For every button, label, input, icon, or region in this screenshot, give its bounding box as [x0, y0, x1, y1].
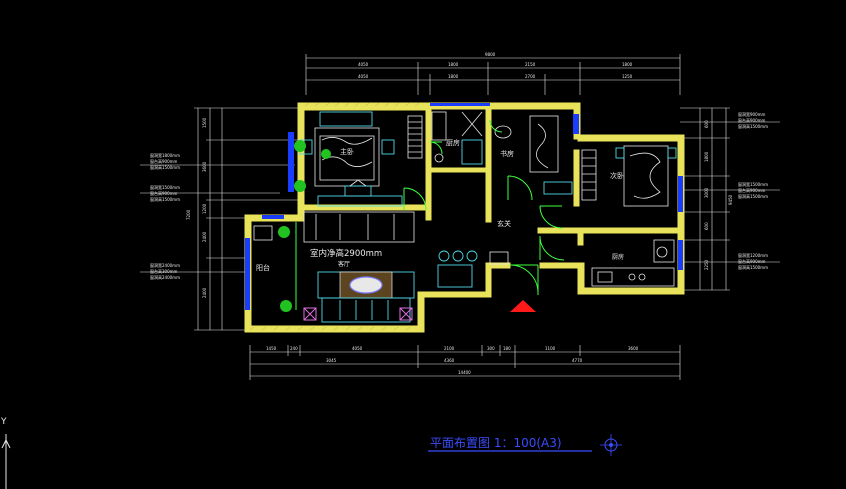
dim-top-total: 9800: [485, 52, 496, 57]
second-wardrobe: [581, 149, 597, 201]
svg-text:窗台高900mm: 窗台高900mm: [738, 187, 766, 193]
room-label-kitchen: 厨房: [446, 138, 460, 147]
doors: [403, 119, 565, 295]
dim-top-2b: 1800: [448, 74, 459, 79]
room-label-entrance: 玄关: [497, 219, 511, 228]
right-dimension-lines: [680, 107, 780, 291]
dim-bottom-total: 14400: [458, 370, 471, 375]
dim-left-total: 7200: [186, 209, 191, 220]
cookroom-counter: [591, 239, 675, 287]
dim-left-2: 3600: [202, 161, 207, 172]
ucs-axis-icon: Y: [0, 417, 11, 489]
dim-top-1b: 1800: [448, 62, 459, 67]
left-window-note-2: 窗洞宽1500mm 窗台高900mm 窗洞高1500mm: [150, 184, 180, 202]
right-window-note-3: 窗洞宽1200mm 窗台高900mm 窗洞高1500mm: [738, 252, 768, 270]
dim-bottom-1f: 180: [503, 346, 511, 351]
dim-bottom-2c: 4770: [572, 358, 583, 363]
windows: [245, 103, 683, 310]
left-window-note-3: 窗洞宽2400mm 窗台高300mm 窗洞高2400mm: [150, 262, 180, 280]
room-label-study: 书房: [500, 149, 514, 158]
dim-bottom-1a: 1450: [266, 346, 277, 351]
svg-text:窗台高300mm: 窗台高300mm: [150, 268, 178, 274]
master-desk-set: [317, 179, 403, 207]
dim-bottom-2b: 4360: [444, 358, 455, 363]
room-label-cookroom: 厨房: [612, 253, 624, 261]
svg-text:窗台高900mm: 窗台高900mm: [150, 190, 178, 196]
wall-hatching: [249, 102, 420, 331]
svg-text:窗台高900mm: 窗台高900mm: [738, 117, 766, 123]
svg-text:窗洞宽1800mm: 窗洞宽1800mm: [150, 152, 180, 158]
dim-bottom-1g: 1100: [545, 346, 556, 351]
svg-text:窗洞宽1200mm: 窗洞宽1200mm: [738, 252, 768, 258]
exterior-walls: [244, 102, 685, 333]
study-fixtures: [494, 115, 573, 195]
dim-bottom-1h: 3600: [628, 346, 639, 351]
svg-text:窗洞高2400mm: 窗洞高2400mm: [150, 274, 180, 280]
dim-top-2c: 2700: [525, 74, 536, 79]
master-wardrobe: [407, 115, 423, 159]
dim-bottom-1c: 4050: [352, 346, 363, 351]
dim-top-1c: 2150: [525, 62, 536, 67]
dim-right-5: 2250: [704, 259, 709, 270]
dim-top-1d: 1800: [622, 62, 633, 67]
room-label-master-bedroom: 主卧: [340, 147, 354, 156]
left-window-note-1: 窗洞宽1800mm 窗台高900mm 窗洞高1500mm: [150, 152, 180, 170]
right-window-note-1: 窗洞宽900mm 窗台高900mm 窗洞高1500mm: [738, 111, 768, 129]
second-bed: [615, 145, 677, 207]
svg-text:窗洞高1500mm: 窗洞高1500mm: [738, 264, 768, 270]
plants: [278, 140, 331, 312]
svg-text:窗洞宽900mm: 窗洞宽900mm: [738, 111, 766, 117]
dim-bottom-2a: 3045: [326, 358, 337, 363]
sofa-and-coffee-table: [317, 271, 415, 323]
bottom-dimension-lines: [249, 345, 681, 380]
ucs-y-label: Y: [0, 417, 7, 427]
dim-bottom-1e: 300: [487, 346, 495, 351]
svg-text:窗洞高1500mm: 窗洞高1500mm: [150, 164, 180, 170]
dim-top-2d: 1250: [622, 74, 633, 79]
dim-left-1: 1500: [202, 117, 207, 128]
top-dimension-lines: [305, 54, 681, 95]
kitchen-fixtures: [431, 111, 483, 165]
room-label-balcony: 阳台: [256, 263, 270, 272]
dim-right-3: 3000: [704, 187, 709, 198]
svg-text:窗洞宽2400mm: 窗洞宽2400mm: [150, 262, 180, 268]
right-window-note-2: 窗洞宽1500mm 窗台高900mm 窗洞高1500mm: [738, 181, 768, 199]
svg-text:窗台高900mm: 窗台高900mm: [738, 258, 766, 264]
dim-right-4: 600: [704, 222, 709, 230]
svg-text:窗洞高1500mm: 窗洞高1500mm: [150, 196, 180, 202]
room-label-second-bedroom: 次卧: [610, 171, 624, 180]
dim-bottom-1b: 240: [290, 346, 298, 351]
svg-text:窗洞宽1500mm: 窗洞宽1500mm: [738, 181, 768, 187]
dim-bottom-1d: 2100: [444, 346, 455, 351]
left-dimension-lines: [140, 107, 300, 331]
svg-text:窗洞宽1500mm: 窗洞宽1500mm: [150, 184, 180, 190]
entrance-arrow-marker: [510, 300, 536, 312]
room-label-ceiling-height: 室内净高2900mm: [310, 248, 382, 259]
balcony-fixtures: [253, 222, 297, 310]
svg-text:窗洞高1500mm: 窗洞高1500mm: [738, 193, 768, 199]
compass-icon: [600, 434, 622, 456]
living-side-ornaments: [303, 307, 413, 321]
dim-right-total: 9450: [728, 194, 733, 205]
dim-left-5: 2400: [202, 287, 207, 298]
master-bed: [299, 111, 395, 187]
tv-cabinet: [303, 211, 415, 243]
dim-top-2a: 4050: [358, 74, 369, 79]
drawing-title: 平面布置图 1：100(A3): [430, 436, 562, 450]
dim-top-1a: 4050: [358, 62, 369, 67]
dining-table-set: [437, 250, 509, 288]
svg-text:窗台高900mm: 窗台高900mm: [150, 158, 178, 164]
dim-left-4: 2400: [202, 231, 207, 242]
room-label-living-room: 客厅: [338, 260, 350, 268]
dim-right-1: 600: [704, 120, 709, 128]
svg-text:窗洞高1500mm: 窗洞高1500mm: [738, 123, 768, 129]
dim-left-3: 1200: [202, 203, 207, 214]
dim-right-2: 1800: [704, 151, 709, 162]
